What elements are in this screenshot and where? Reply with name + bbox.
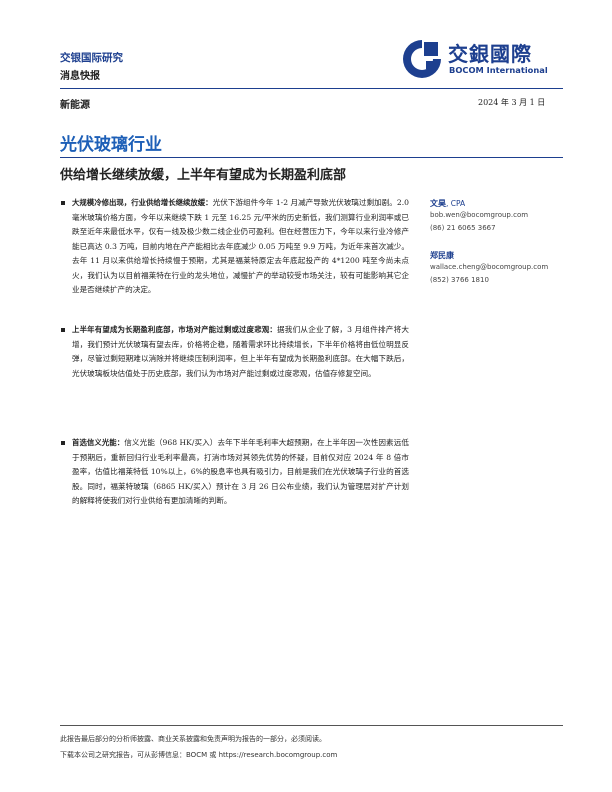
logo-english-text: BOCOM International — [449, 65, 548, 75]
section-text: 据我们从企业了解，3 月组件排产将大增，我们预计光伏玻璃有望去库，价格将企稳，随… — [72, 325, 409, 378]
section-3: 首选信义光能：信义光能（968 HK/买入）去年下半年毛利率大超预期，在上半年因… — [61, 436, 409, 509]
sector-label: 新能源 — [60, 100, 90, 111]
header-divider — [60, 88, 563, 89]
section-lead: 上半年有望成为长期盈利底部，市场对产能过剩或过度悲观： — [72, 325, 278, 334]
download-note: 下载本公司之研究报告，可从彭博信息：BOCM 或 https://researc… — [60, 751, 338, 759]
bullet-icon — [61, 328, 65, 332]
section-2: 上半年有望成为长期盈利底部，市场对产能过剩或过度悲观：据我们从企业了解，3 月组… — [61, 323, 409, 381]
report-headline: 供给增长继续放缓，上半年有望成为长期盈利底部 — [60, 168, 347, 183]
analyst-phone: (852) 3766 1810 — [430, 276, 489, 284]
analyst-email[interactable]: bob.wen@bocomgroup.com — [430, 211, 529, 219]
bocom-logo-icon — [403, 40, 441, 78]
section-lead: 首选信义光能： — [72, 438, 125, 447]
analyst-phone: (86) 21 6065 3667 — [430, 224, 496, 232]
analyst-name: 文昊, CPA — [430, 199, 466, 208]
section-1: 大规模冷修出现，行业供给增长继续放缓：光伏下游组件今年 1-2 月减产导致光伏玻… — [61, 196, 409, 298]
bullet-icon — [61, 441, 65, 445]
section-text: 信义光能（968 HK/买入）去年下半年毛利率大超预期，在上半年因一次性因素远低… — [72, 438, 409, 505]
logo-chinese-text: 交銀國際 — [448, 42, 532, 66]
analyst-name: 郑民康 — [430, 251, 454, 260]
page-title: 光伏玻璃行业 — [60, 135, 162, 155]
company-logo: 交銀國際 BOCOM International — [402, 38, 572, 82]
section-text: 光伏下游组件今年 1-2 月减产导致光伏玻璃过剩加剧。2.0 毫米玻璃价格方面，… — [72, 198, 409, 294]
footer-divider — [60, 725, 563, 726]
report-date: 2024 年 3 月 1 日 — [478, 98, 546, 107]
report-type: 消息快报 — [60, 71, 100, 82]
disclaimer-note: 此报告最后部分的分析师披露、商业关系披露和免责声明为报告的一部分，必须阅读。 — [60, 735, 326, 743]
bullet-icon — [61, 201, 65, 205]
section-lead: 大规模冷修出现，行业供给增长继续放缓： — [72, 198, 213, 207]
brand-name: 交银国际研究 — [60, 52, 123, 64]
title-divider — [60, 157, 563, 158]
analyst-email[interactable]: wallace.cheng@bocomgroup.com — [430, 263, 549, 271]
